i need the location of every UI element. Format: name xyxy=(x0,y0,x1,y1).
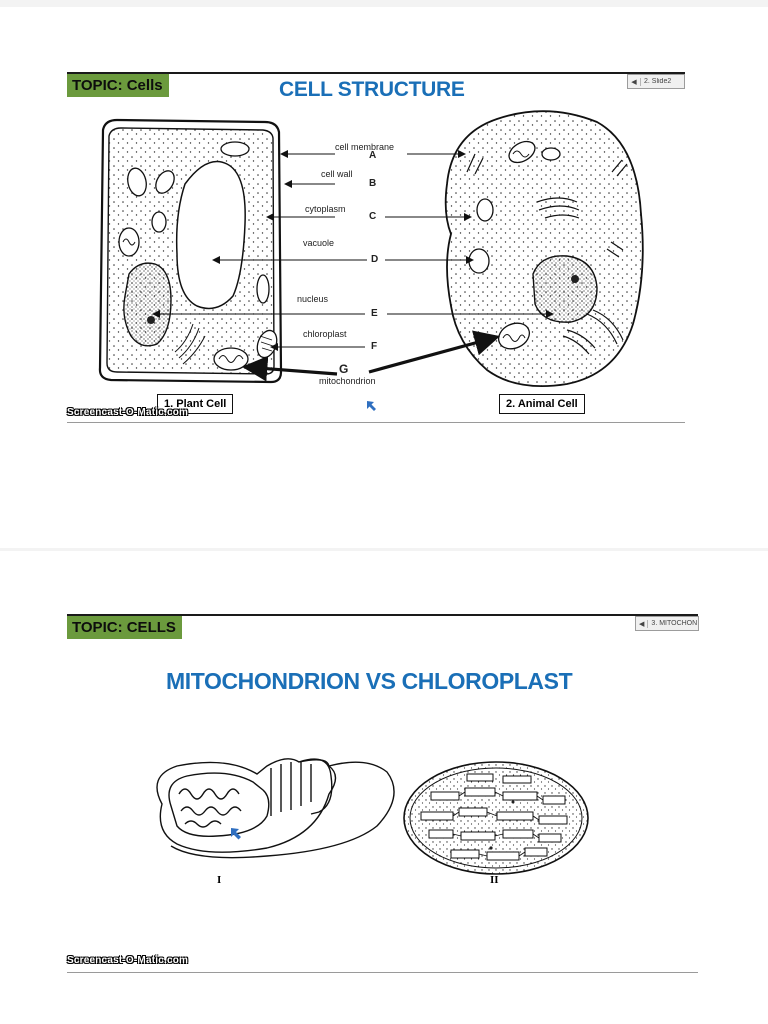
speaker-icon: ◀ xyxy=(636,619,649,628)
cursor-icon xyxy=(367,401,376,411)
slide-mitochondrion-vs-chloroplast: TOPIC: CELLS ◀ 3. MITOCHON MITOCHONDRION… xyxy=(67,614,699,973)
letter-e: E xyxy=(371,308,378,319)
letter-d: D xyxy=(371,254,379,265)
diagram-labels: cell membrane A cell wall B cytoplasm C … xyxy=(67,74,685,422)
label-nucleus: nucleus xyxy=(297,294,329,304)
organelle-diagram xyxy=(156,758,589,875)
topic-label: TOPIC: CELLS xyxy=(67,616,182,639)
letter-a: A xyxy=(369,150,377,161)
label-ii: II xyxy=(490,874,499,886)
topic-label: TOPIC: Cells xyxy=(67,74,169,97)
label-mitochondrion: mitochondrion xyxy=(319,376,376,386)
document-page-1: TOPIC: Cells CELL STRUCTURE ◀ 2. Slide2 xyxy=(0,7,768,548)
label-chloroplast: chloroplast xyxy=(303,329,347,339)
mitochondrion-illustration xyxy=(156,758,395,859)
letter-c: C xyxy=(369,211,377,222)
label-arrows xyxy=(152,150,554,382)
slide-navigation-label: 3. MITOCHON xyxy=(651,620,698,627)
cell-structure-diagram xyxy=(98,110,644,387)
letter-g: G xyxy=(339,362,349,376)
label-cell-wall: cell wall xyxy=(321,169,353,179)
cursor-icon xyxy=(231,828,241,840)
animal-cell xyxy=(444,110,644,387)
slide-navigation-button[interactable]: ◀ 3. MITOCHON xyxy=(635,616,699,631)
document-page-2: TOPIC: CELLS ◀ 3. MITOCHON MITOCHONDRION… xyxy=(0,551,768,1024)
letter-b: B xyxy=(369,178,377,189)
screencast-watermark: Screencast-O-Matic.com xyxy=(67,407,189,418)
letter-f: F xyxy=(371,341,378,352)
slide-cell-structure: TOPIC: Cells CELL STRUCTURE ◀ 2. Slide2 xyxy=(67,72,685,423)
slide-title: MITOCHONDRION VS CHLOROPLAST xyxy=(166,668,573,694)
slide-navigation-label: 2. Slide2 xyxy=(644,78,672,85)
plant-cell xyxy=(98,118,283,384)
chloroplast-illustration xyxy=(403,761,589,875)
screencast-watermark: Screencast-O-Matic.com xyxy=(67,955,189,966)
label-i: I xyxy=(217,874,222,886)
speaker-icon: ◀ xyxy=(628,77,641,86)
plant-cell-caption: 1. Plant Cell xyxy=(157,394,234,414)
slide-navigation-button[interactable]: ◀ 2. Slide2 xyxy=(627,74,685,89)
label-cytoplasm: cytoplasm xyxy=(305,204,346,214)
animal-cell-caption: 2. Animal Cell xyxy=(499,394,585,414)
slide-title: CELL STRUCTURE xyxy=(279,78,465,101)
label-vacuole: vacuole xyxy=(303,238,335,248)
label-cell-membrane: cell membrane xyxy=(335,142,395,152)
